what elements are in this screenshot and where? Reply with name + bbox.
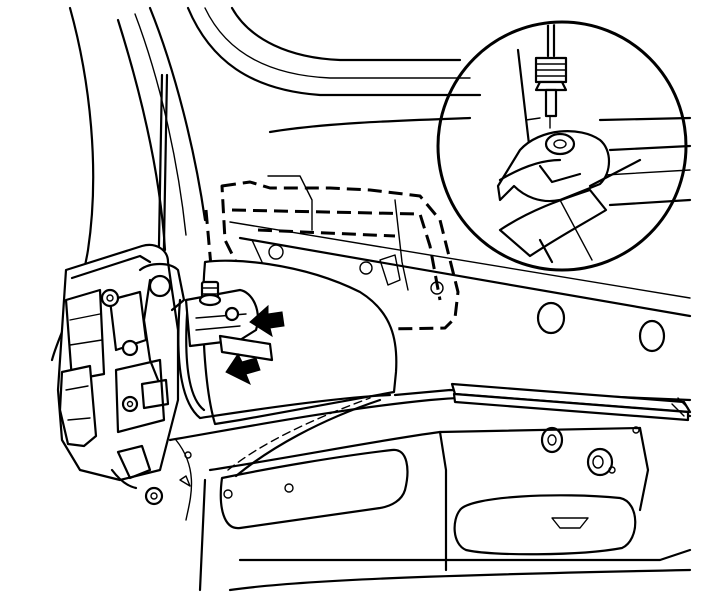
window-regulator-rail [450, 382, 692, 422]
door-frame [50, 6, 692, 362]
door-lock-assembly [56, 243, 186, 506]
rod-connector [184, 280, 274, 362]
magnifier-callout [436, 20, 688, 272]
lower-door-panel [168, 301, 692, 592]
arrow-icon [225, 353, 261, 386]
inner-panel-detail [251, 175, 444, 295]
zoomed-connector-detail [496, 24, 642, 264]
arrow-icon [249, 304, 285, 338]
